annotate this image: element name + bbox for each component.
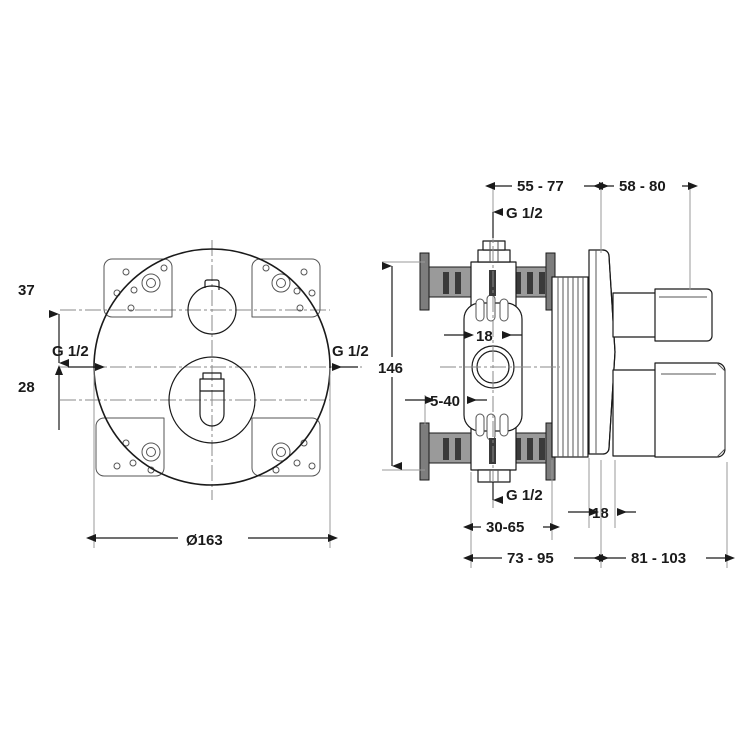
inlet-nipple-top — [477, 240, 511, 263]
dim-top-left-range: 55 - 77 — [485, 176, 609, 253]
inlet-top-label: G 1/2 — [506, 205, 543, 222]
bracket-lower-left — [95, 417, 165, 477]
lower-handle — [168, 356, 256, 444]
dim-37-label: 37 — [18, 282, 35, 299]
dim-depth-range-label: 30-65 — [486, 519, 524, 536]
dim-28: 28 — [18, 365, 63, 430]
inlet-right-callout: G 1/2 — [332, 343, 369, 371]
threaded-barrel — [551, 276, 589, 458]
dim-top-right-label: 58 - 80 — [619, 178, 666, 195]
dim-body-18-label: 18 — [476, 328, 493, 345]
pipe-connection-lower — [419, 422, 556, 481]
handle-lower-side — [612, 362, 726, 458]
outlet-nipple-bottom — [477, 469, 511, 483]
dim-depth-range: 30-65 — [463, 460, 560, 540]
front-view-centerlines — [60, 240, 362, 500]
dim-wall-depth: 5-40 — [405, 393, 487, 425]
dim-plate-thickness: 18 — [568, 458, 636, 528]
dim-total-left-label: 73 - 95 — [507, 550, 554, 567]
inlet-left-label: G 1/2 — [52, 343, 89, 360]
dim-diameter-label: Ø163 — [186, 532, 223, 549]
dim-height-label: 146 — [378, 360, 403, 377]
dim-height-146: 146 — [376, 261, 425, 471]
upper-handle — [187, 279, 237, 335]
dim-diameter: Ø163 — [86, 368, 338, 549]
dim-body-18: 18 — [444, 328, 522, 345]
handle-upper-side — [612, 288, 713, 342]
escutcheon-plate — [588, 249, 616, 455]
dim-37: 37 — [18, 282, 69, 367]
dim-28-label: 28 — [18, 379, 35, 396]
dim-total-right: 81 - 103 — [593, 462, 735, 568]
inlet-right-label: G 1/2 — [332, 343, 369, 360]
inlet-bottom-callout: G 1/2 — [492, 482, 543, 504]
inlet-left-callout: G 1/2 — [52, 343, 105, 371]
dim-top-right-range: 58 - 80 — [593, 176, 698, 290]
front-view-group: 37 28 G 1/2 G 1/2 — [18, 240, 369, 549]
bracket-upper-right — [251, 258, 321, 318]
dim-total-right-label: 81 - 103 — [631, 550, 686, 567]
dim-total-left: 73 - 95 — [463, 460, 609, 568]
inlet-top-callout: G 1/2 — [492, 205, 543, 238]
dim-plate-thickness-label: 18 — [592, 505, 609, 522]
side-view-group: 55 - 77 58 - 80 G 1/2 G 1/2 — [376, 176, 735, 568]
inlet-bottom-label: G 1/2 — [506, 487, 543, 504]
side-view-centerlines — [440, 196, 560, 508]
dim-top-left-label: 55 - 77 — [517, 178, 564, 195]
dim-wall-depth-label: 5-40 — [430, 393, 460, 410]
